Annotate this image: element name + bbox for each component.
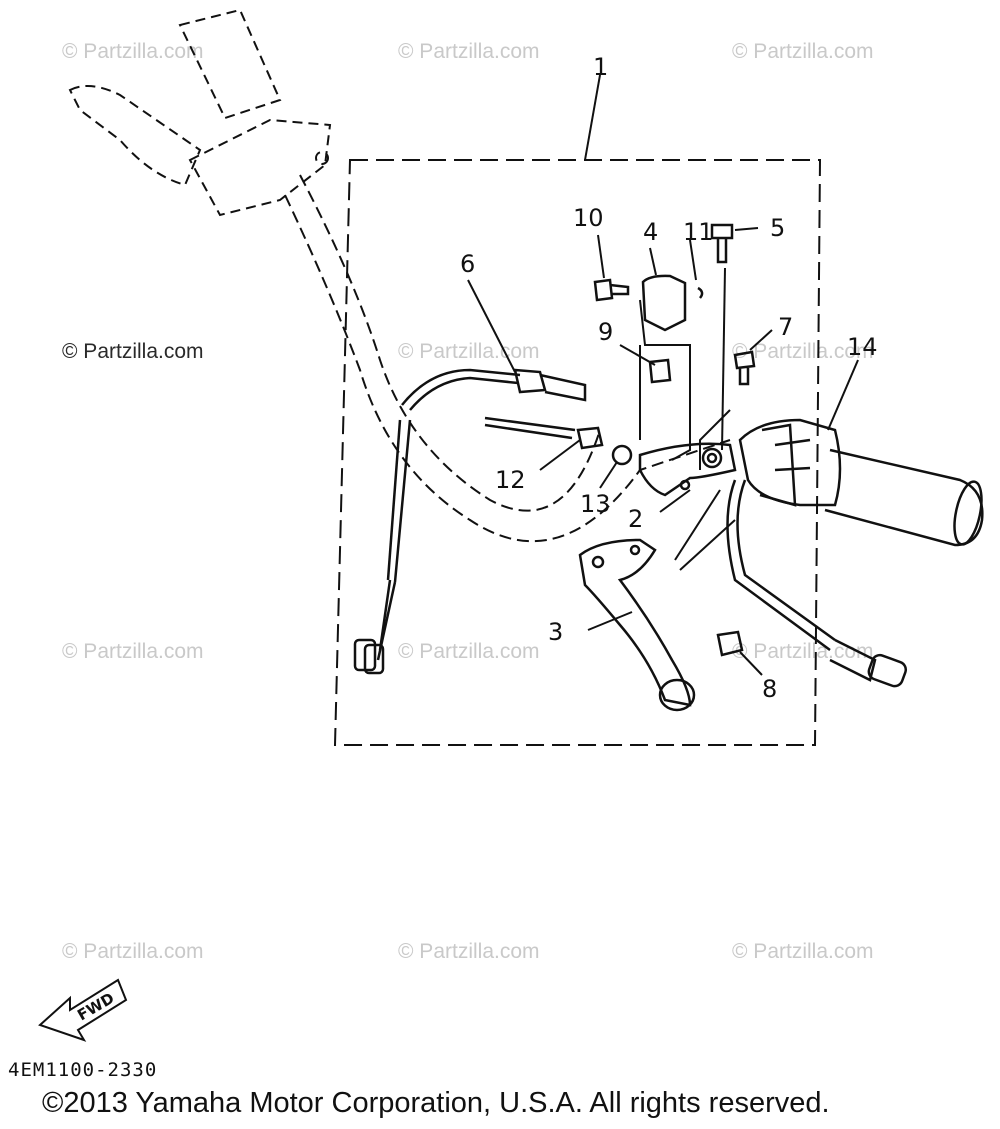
watermark: © Partzilla.com (398, 640, 540, 663)
left-grip-outline (68, 8, 332, 217)
part-bolt (710, 223, 734, 264)
copyright-notice: ©2013 Yamaha Motor Corporation, U.S.A. A… (42, 1087, 830, 1119)
switch-cable (353, 368, 587, 675)
watermark: © Partzilla.com (732, 640, 874, 663)
clutch-cable (726, 479, 908, 688)
lever-bracket (638, 442, 737, 497)
part-locknut (611, 444, 633, 466)
watermark: © Partzilla.com (62, 40, 204, 63)
callout-9: 9 (598, 318, 613, 346)
watermark: © Partzilla.com (732, 40, 874, 63)
part-cover (641, 274, 687, 332)
part-nut (716, 630, 744, 657)
watermark-layer: © Partzilla.com © Partzilla.com © Partzi… (62, 40, 874, 963)
callout-11: 11 (683, 218, 714, 246)
callout-8: 8 (762, 675, 777, 703)
callout-2: 2 (628, 505, 643, 533)
watermark: © Partzilla.com (62, 340, 204, 363)
small-parts (484, 223, 756, 657)
fwd-arrow: FWD (38, 978, 128, 1042)
callout-5: 5 (770, 214, 785, 242)
watermark: © Partzilla.com (62, 940, 204, 963)
leader-lines (467, 74, 859, 676)
watermark: © Partzilla.com (732, 340, 874, 363)
part-switch (648, 358, 672, 384)
fwd-arrow-icon (38, 978, 128, 1042)
part-clip (697, 286, 704, 299)
callout-4: 4 (643, 218, 658, 246)
part-adjuster (576, 426, 604, 450)
watermark: © Partzilla.com (398, 40, 540, 63)
callout-10: 10 (573, 204, 604, 232)
callout-labels: 1 2 3 4 5 6 7 8 9 10 11 12 13 14 (460, 53, 878, 703)
callout-13: 13 (580, 490, 611, 518)
callout-3: 3 (548, 618, 563, 646)
part-number: 4EM1100-2330 (8, 1059, 157, 1081)
watermark: © Partzilla.com (732, 940, 874, 963)
callout-12: 12 (495, 466, 526, 494)
callout-6: 6 (460, 250, 475, 278)
assembly-boundary (333, 159, 822, 746)
clutch-lever (578, 538, 696, 712)
callout-7: 7 (778, 313, 793, 341)
handlebar (284, 174, 731, 543)
part-screw (733, 350, 756, 386)
watermark: © Partzilla.com (398, 940, 540, 963)
watermark: © Partzilla.com (398, 340, 540, 363)
switch-housing (738, 418, 842, 507)
part-pin (593, 278, 630, 302)
callout-1: 1 (593, 53, 608, 81)
watermark: © Partzilla.com (62, 640, 204, 663)
callout-14: 14 (847, 333, 878, 361)
right-grip (824, 448, 984, 547)
